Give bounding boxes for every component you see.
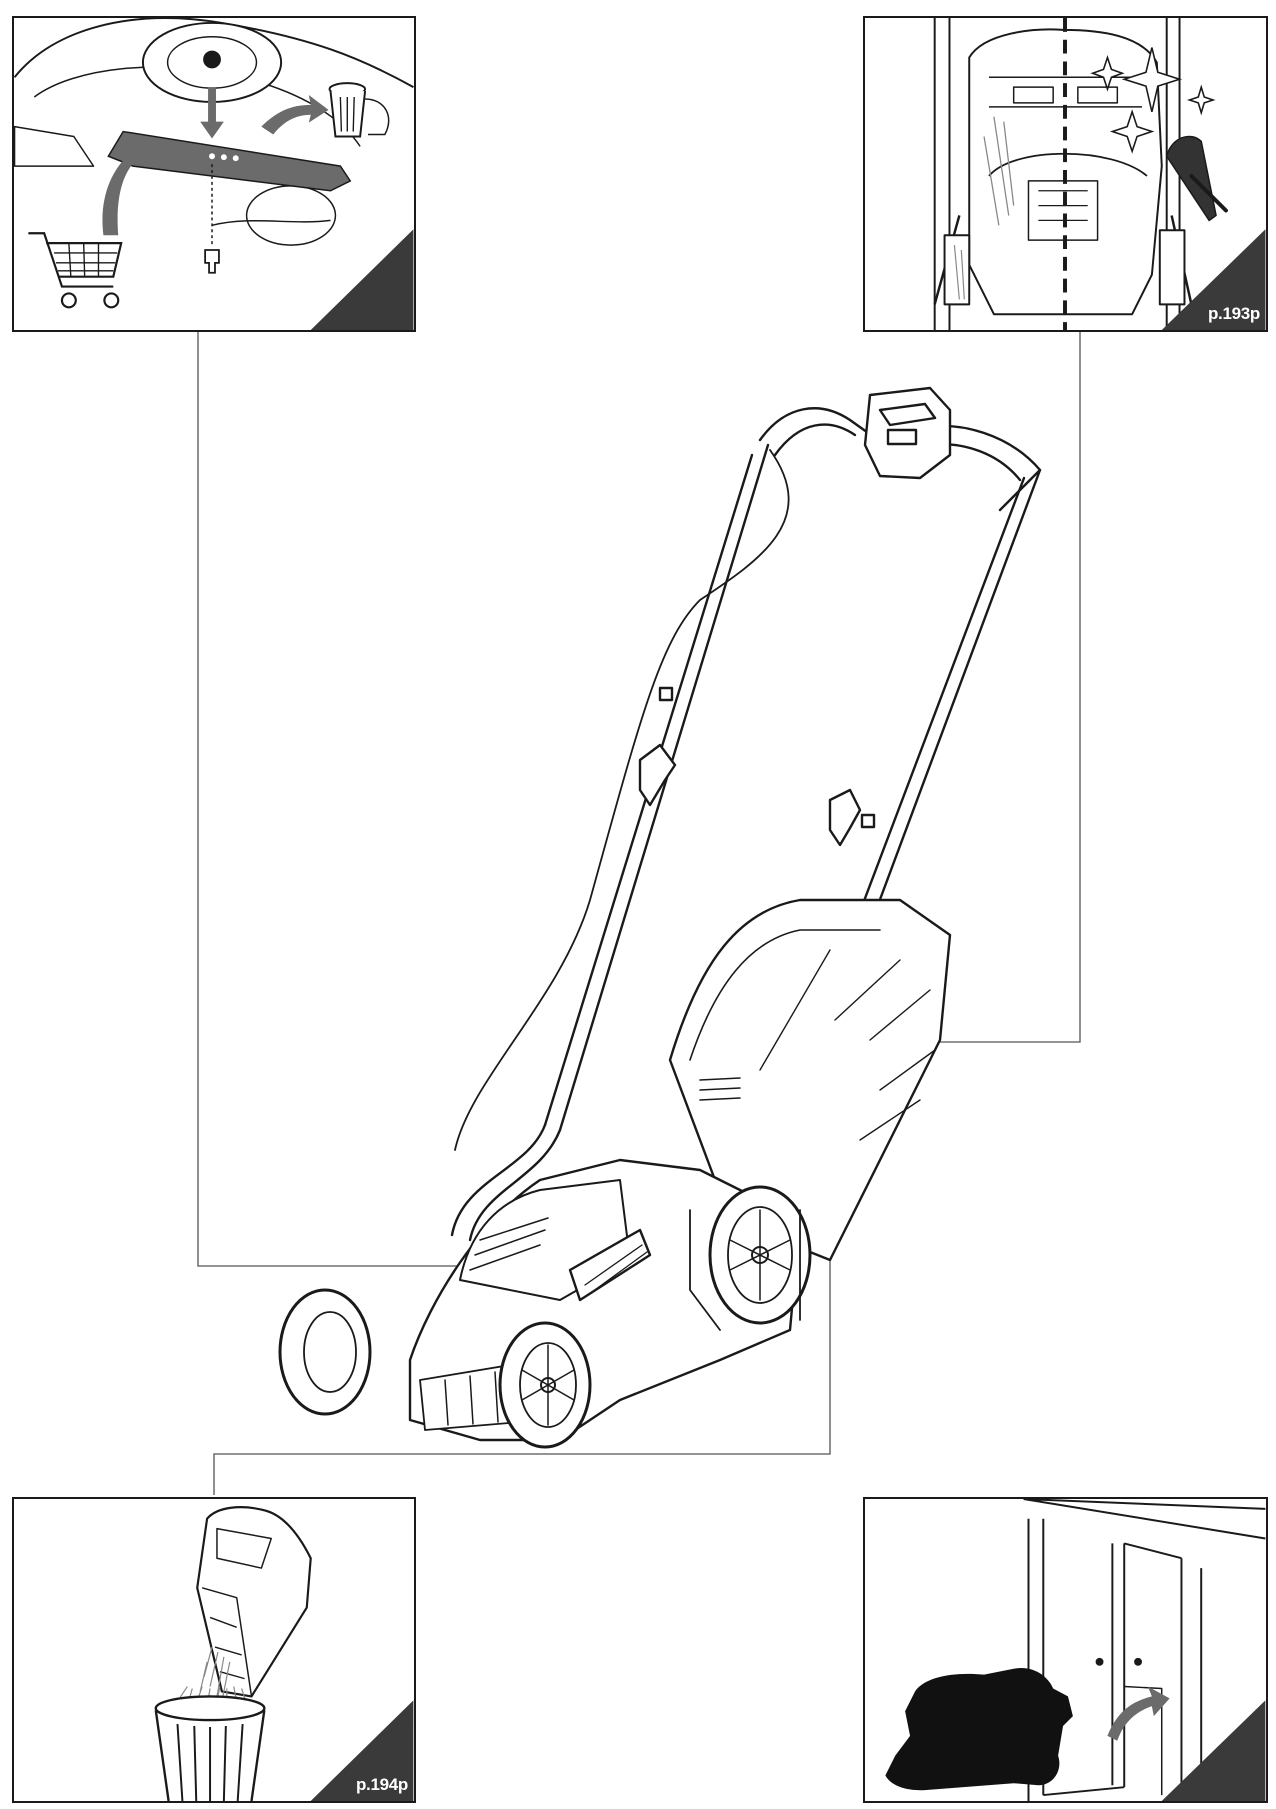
leader-line-blade [198,330,508,1266]
emptying-illustration [14,1499,414,1801]
control-box [865,388,950,478]
trash-bin-icon [156,1696,265,1801]
corner-tab [1162,1700,1266,1801]
left-knob [640,745,675,805]
brush-icon [1167,136,1226,220]
shopping-cart-icon [28,233,121,307]
panel-emptying-grass-box: p.194p [12,1497,416,1803]
bolt-icon [205,250,219,273]
lawn-mower [280,388,1040,1447]
panel-cleaning: p.193p [863,16,1268,332]
right-knob [830,790,860,845]
arrow-into-shed-icon [1107,1687,1169,1741]
storage-illustration [865,1499,1266,1801]
panel-storage [863,1497,1268,1803]
corner-tab [311,229,414,330]
mower-silhouette [885,1668,1073,1790]
arrow-dispose-icon [261,95,328,134]
blade-replacement-illustration [14,18,414,330]
page-ref-cleaning: p.193p [1208,304,1260,324]
panel-blade-replacement [12,16,416,332]
page-ref-grass-box: p.194p [356,1775,408,1795]
cleaning-illustration [865,18,1266,330]
bin-icon [330,83,389,136]
